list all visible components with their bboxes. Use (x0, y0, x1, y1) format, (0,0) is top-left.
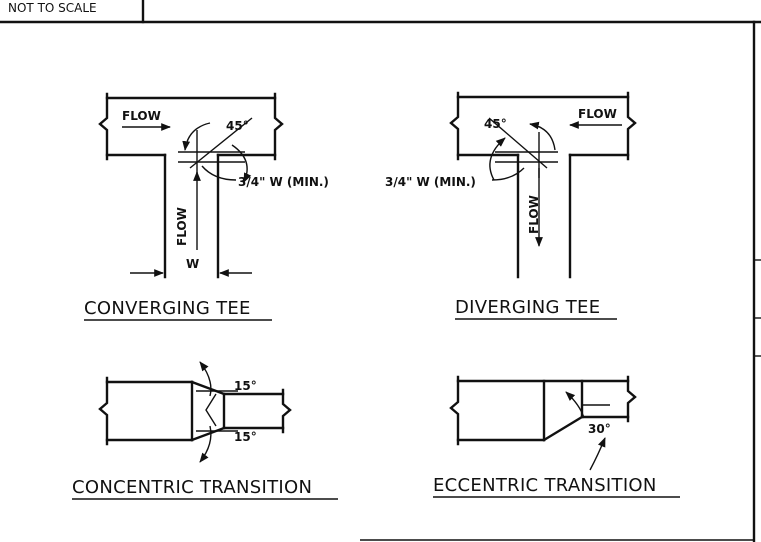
converging-angle-label: 45° (226, 119, 249, 133)
converging-gap-note: 3/4" W (MIN.) (238, 175, 329, 189)
converging-tee-figure (98, 92, 284, 279)
concentric-angle-top-label: 15° (234, 379, 257, 393)
converging-branch-flow-label: FLOW (175, 207, 189, 246)
diverging-main-flow-label: FLOW (578, 107, 617, 121)
eccentric-transition-title: ECCENTRIC TRANSITION (433, 475, 657, 496)
converging-tee-title: CONVERGING TEE (84, 298, 251, 319)
converging-width-label: W (186, 257, 199, 271)
concentric-angle-bottom-label: 15° (234, 430, 257, 444)
converging-main-flow-label: FLOW (122, 109, 161, 123)
diverging-tee-figure (449, 91, 637, 279)
concentric-transition-figure (98, 361, 292, 463)
diverging-gap-note: 3/4" W (MIN.) (385, 175, 476, 189)
scale-note: NOT TO SCALE (8, 1, 97, 15)
eccentric-transition-figure (449, 375, 637, 471)
diverging-tee-title: DIVERGING TEE (455, 297, 600, 318)
diverging-branch-flow-label: FLOW (527, 195, 541, 234)
diverging-angle-label: 45° (484, 117, 507, 131)
eccentric-angle-label: 30° (588, 422, 611, 436)
concentric-transition-title: CONCENTRIC TRANSITION (72, 477, 312, 498)
